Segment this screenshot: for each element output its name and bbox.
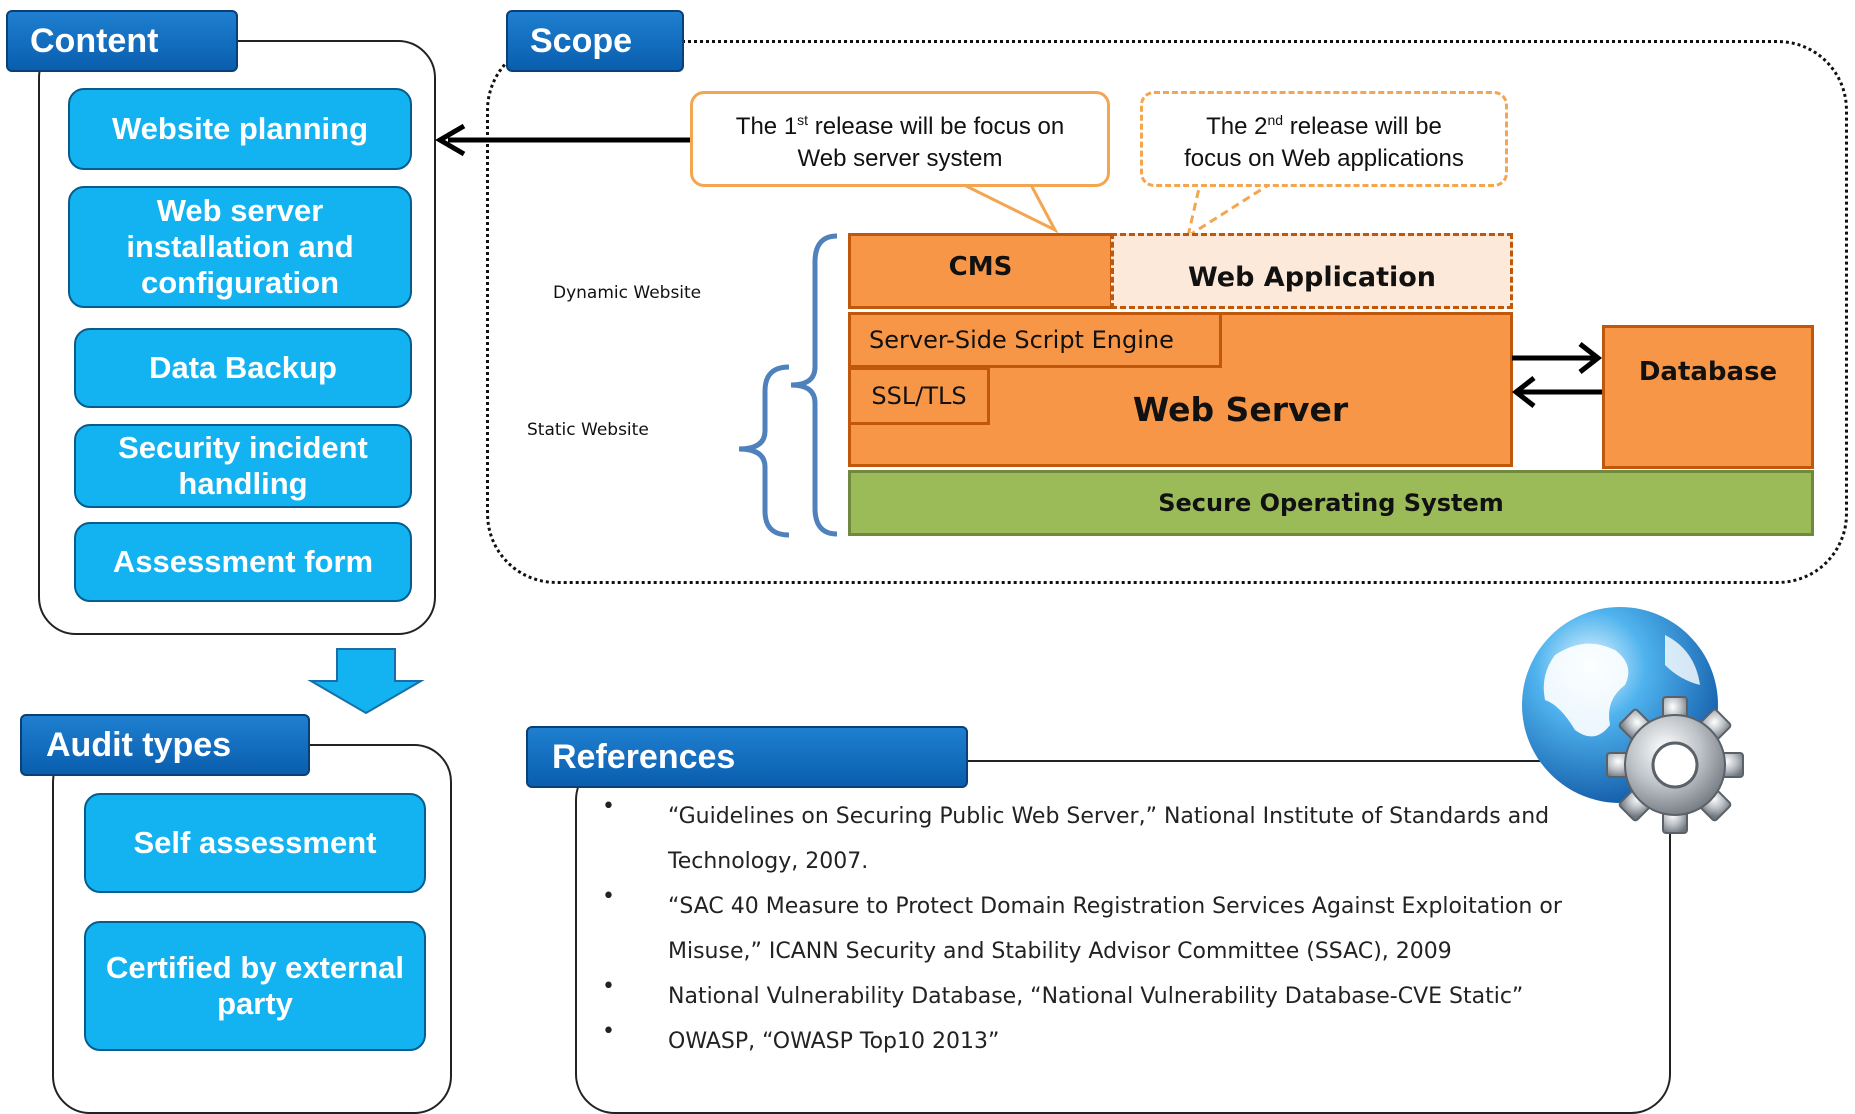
- static-website-brace: [738, 364, 790, 538]
- callout-2-pointer: [1186, 182, 1271, 238]
- scope-tab: Scope: [506, 10, 684, 72]
- down-arrow-icon: [307, 648, 425, 715]
- script-engine-layer: Server-Side Script Engine: [848, 312, 1222, 368]
- scope-title: Scope: [530, 21, 633, 60]
- content-item-website-planning[interactable]: Website planning: [68, 88, 412, 170]
- audit-item-certified[interactable]: Certified by external party: [84, 921, 426, 1051]
- content-item-web-server-installation[interactable]: Web server installation and configuratio…: [68, 186, 412, 308]
- references-tab: References: [526, 726, 968, 788]
- web-application-layer: Web Application: [1111, 233, 1513, 309]
- callout-first-release: The 1st release will be focus on Web ser…: [690, 91, 1110, 187]
- bidirectional-arrows: [1511, 342, 1603, 408]
- callout-second-release: The 2nd release will be focus on Web app…: [1140, 91, 1508, 187]
- content-tab: Content: [6, 10, 238, 72]
- references-title: References: [552, 737, 736, 776]
- static-website-label: Static Website: [527, 420, 649, 440]
- reference-item: •OWASP, “OWASP Top10 2013”: [602, 1019, 1000, 1054]
- globe-gear-icon: [1522, 607, 1744, 834]
- dynamic-website-label: Dynamic Website: [553, 283, 702, 303]
- ssl-tls-layer: SSL/TLS: [848, 367, 990, 425]
- references-list: •“Guidelines on Securing Public Web Serv…: [590, 794, 1590, 1064]
- database-layer: Database: [1602, 325, 1814, 469]
- dynamic-website-brace: [790, 233, 838, 537]
- audit-types-title: Audit types: [46, 725, 232, 764]
- cms-layer: CMS: [848, 233, 1113, 309]
- references-panel: [575, 760, 1671, 1114]
- content-item-security-incident[interactable]: Security incident handling: [74, 424, 412, 508]
- reference-item: •“SAC 40 Measure to Protect Domain Regis…: [602, 884, 1562, 964]
- content-title: Content: [30, 21, 159, 60]
- reference-item: •“Guidelines on Securing Public Web Serv…: [602, 794, 1550, 874]
- secure-os-layer: Secure Operating System: [848, 470, 1814, 536]
- audit-types-tab: Audit types: [20, 714, 310, 776]
- audit-item-self-assessment[interactable]: Self assessment: [84, 793, 426, 893]
- content-item-data-backup[interactable]: Data Backup: [74, 328, 412, 408]
- scope-dotted-border: [486, 40, 1848, 584]
- reference-item: •National Vulnerability Database, “Natio…: [602, 974, 1524, 1009]
- content-item-assessment-form[interactable]: Assessment form: [74, 522, 412, 602]
- arrow-to-content: [435, 123, 698, 157]
